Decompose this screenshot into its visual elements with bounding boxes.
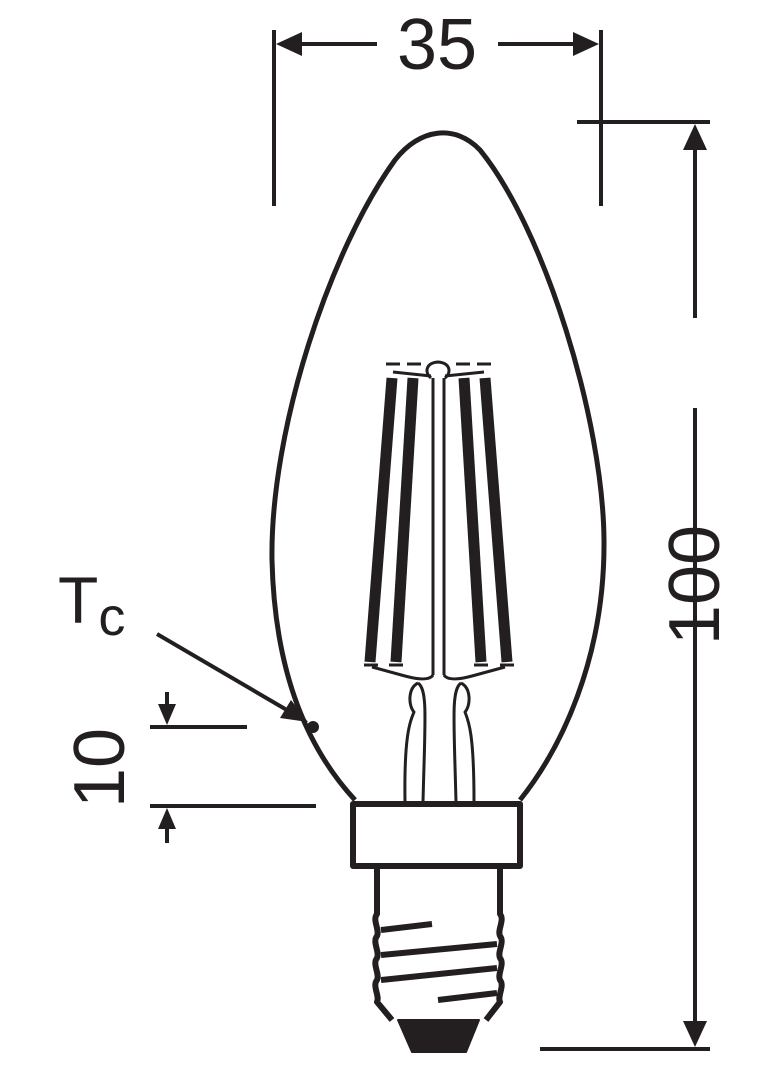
- arrowhead-right-icon: [573, 32, 599, 56]
- arrowhead-up-icon: [683, 124, 707, 150]
- tc-leader-line: [155, 632, 294, 715]
- filament-4: [479, 377, 513, 663]
- arrowhead-left-icon: [276, 32, 302, 56]
- lead-wire-left-inner: [416, 681, 427, 803]
- height-dimension: [540, 120, 710, 1051]
- top-support-loop: [425, 360, 451, 380]
- thread-4: [437, 990, 498, 1003]
- tc-offset-dimension: [150, 692, 316, 843]
- filament-1: [364, 377, 398, 663]
- tc-label: Tc: [58, 563, 125, 647]
- thread-1: [380, 921, 433, 933]
- screw-base: [372, 866, 505, 1053]
- tc-marker: [155, 632, 319, 733]
- tc-arrowhead-up-icon: [158, 808, 176, 829]
- tc-offset-dimension-label: 10: [60, 728, 140, 808]
- tc-point-icon: [307, 721, 319, 733]
- width-dimension-label: 35: [397, 5, 477, 85]
- height-dimension-label: 100: [655, 525, 735, 645]
- support-wires: [371, 360, 506, 803]
- filament-3: [458, 377, 487, 663]
- lead-wire-right-outer: [460, 681, 476, 803]
- glass-bulb-outline: [269, 130, 607, 802]
- thread-3: [380, 965, 498, 983]
- lead-wire-right-inner: [452, 681, 463, 803]
- lead-wire-left-outer: [403, 681, 419, 803]
- lamp-collar: [350, 801, 523, 869]
- tc-label-subscript: c: [98, 587, 125, 647]
- arrowhead-down-icon: [683, 1021, 707, 1047]
- thread-2: [380, 941, 498, 958]
- tc-label-main: T: [58, 563, 98, 637]
- screw-base-outline: [372, 866, 505, 1022]
- tc-arrowhead-icon: [280, 700, 308, 722]
- filament-2: [390, 377, 419, 663]
- base-contact: [397, 1019, 480, 1053]
- filament-end-caps: [364, 362, 514, 667]
- width-dimension: [272, 30, 603, 206]
- tc-arrowhead-down-icon: [158, 704, 176, 725]
- led-filaments: [364, 362, 514, 667]
